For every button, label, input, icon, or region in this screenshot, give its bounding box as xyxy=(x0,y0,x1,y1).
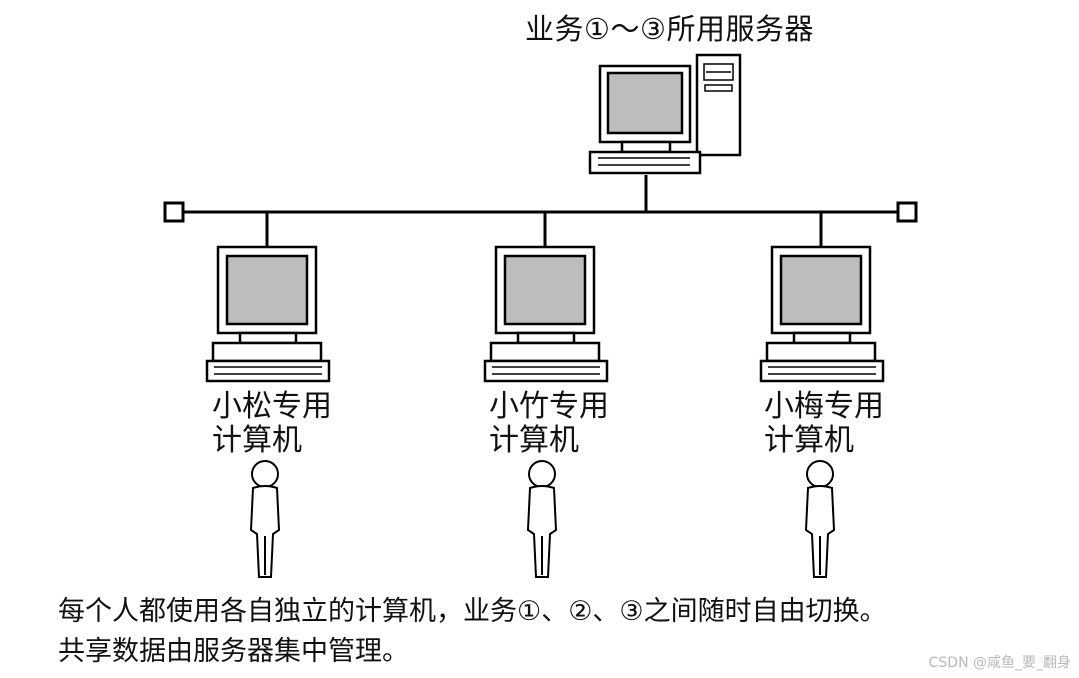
client-label: 小松专用 计算机 xyxy=(212,390,332,458)
client-label: 小竹专用 计算机 xyxy=(489,390,609,458)
watermark: CSDN @咸鱼_要_翻身 xyxy=(928,655,1071,671)
caption: 每个人都使用各自独立的计算机，业务①、②、③之间随时自由切换。 共享数据由服务器… xyxy=(58,592,887,672)
person-icon xyxy=(804,460,836,578)
caption-line2: 共享数据由服务器集中管理。 xyxy=(58,636,409,667)
client-label-line2: 计算机 xyxy=(212,423,302,458)
caption-line1: 每个人都使用各自独立的计算机，业务①、②、③之间随时自由切换。 xyxy=(58,596,887,627)
client-computer-icon xyxy=(759,245,885,383)
client-label-line1: 小松专用 xyxy=(212,389,332,424)
person-icon xyxy=(249,460,281,578)
server-computer-icon xyxy=(588,53,742,175)
client-label-line1: 小梅专用 xyxy=(764,389,884,424)
client-label-line2: 计算机 xyxy=(764,423,854,458)
client-label-line2: 计算机 xyxy=(489,423,579,458)
network-bus xyxy=(163,175,918,247)
client-computer-icon xyxy=(483,245,609,383)
client-label-line1: 小竹专用 xyxy=(489,389,609,424)
client-label: 小梅专用 计算机 xyxy=(764,390,884,458)
person-icon xyxy=(526,460,558,578)
server-title: 业务①～③所用服务器 xyxy=(525,12,814,46)
client-computer-icon xyxy=(205,245,331,383)
